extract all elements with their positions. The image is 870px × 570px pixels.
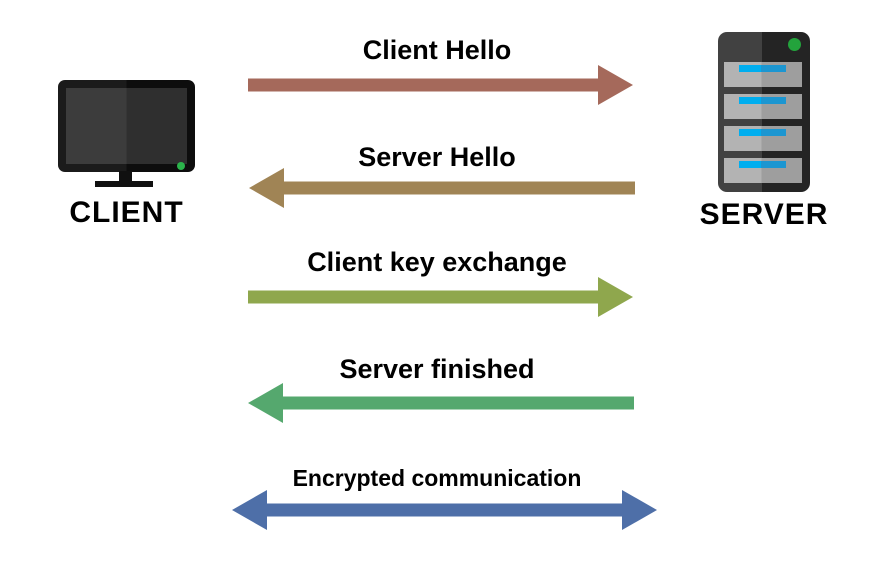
client-hello-label: Client Hello <box>362 35 512 65</box>
client-hello-arrow <box>248 65 633 105</box>
server-hello-arrow <box>249 168 635 208</box>
left-arrow-shape <box>248 383 634 423</box>
client-label: CLIENT <box>69 196 184 229</box>
drive-activity-bar-icon <box>739 65 786 72</box>
client-key-exchange-arrow <box>248 277 633 317</box>
server-finished-arrow <box>248 383 634 423</box>
client-monitor-icon <box>58 80 195 187</box>
monitor-stand-neck-icon <box>119 171 132 183</box>
server-label: SERVER <box>699 198 829 231</box>
server-tower-icon <box>718 32 810 192</box>
server-drive-bay <box>724 158 802 183</box>
server-finished-label: Server finished <box>339 354 535 384</box>
monitor-stand-base-icon <box>95 181 153 187</box>
server-drive-bay <box>724 62 802 87</box>
right-arrow-shape <box>248 65 633 105</box>
double-arrow-shape <box>232 490 657 530</box>
server-hello-label: Server Hello <box>358 142 516 172</box>
server-status-led-icon <box>788 38 801 51</box>
encrypted-communication-label: Encrypted communication <box>292 465 582 491</box>
drive-activity-bar-icon <box>739 97 786 104</box>
right-arrow-shape <box>248 277 633 317</box>
server-drive-bay <box>724 94 802 119</box>
left-arrow-shape <box>249 168 635 208</box>
drive-activity-bar-icon <box>739 161 786 168</box>
drive-activity-bar-icon <box>739 129 786 136</box>
encrypted-communication-arrow <box>232 490 657 530</box>
client-key-exchange-label: Client key exchange <box>307 247 567 277</box>
server-drive-bay <box>724 126 802 151</box>
client-status-led-icon <box>177 162 185 170</box>
monitor-screen <box>66 88 187 164</box>
